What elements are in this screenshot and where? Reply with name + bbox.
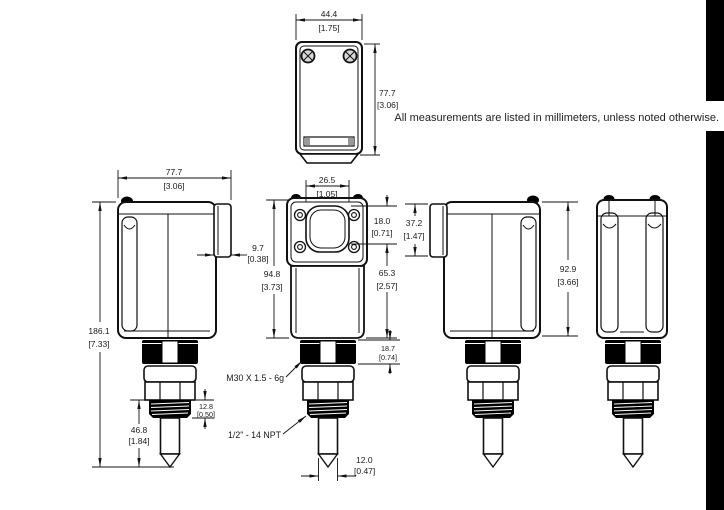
dim-overall-height-in: [7.33] [88, 339, 109, 349]
dim-connector-height: 37.2 [1.47] [403, 203, 428, 257]
dim-nut-height-in: [0.74] [379, 353, 397, 362]
units-note: All measurements are listed in millimete… [394, 112, 719, 124]
dim-nut-height: 18.7 [0.74] [358, 330, 400, 374]
dim-thread-length: 12.8 [0.50] [192, 389, 215, 429]
connector-tab [213, 203, 232, 258]
dim-overall-height-mm: 186.1 [88, 326, 110, 336]
dim-tab-thickness-in: [0.38] [247, 254, 268, 264]
dim-window-height-in: [0.71] [371, 228, 392, 238]
thread-spec-label: M30 X 1.5 - 6g [226, 373, 284, 383]
connector-tab [429, 203, 448, 258]
probe-assembly [299, 339, 357, 468]
dim-top-width-in: [1.75] [318, 23, 339, 33]
probe-assembly [604, 339, 662, 468]
dim-rear-housing-height-mm: 92.9 [560, 264, 577, 274]
faceplate-screw-icon [347, 240, 361, 254]
npt-spec-callout: 1/2" - 14 NPT [228, 415, 307, 440]
dim-top-depth-mm: 77.7 [379, 88, 396, 98]
faceplate-screw-icon [293, 208, 307, 222]
side-channel [645, 212, 664, 333]
probe-assembly [141, 339, 199, 468]
dim-probe-diameter-mm: 12.0 [356, 455, 373, 465]
right-edge-scan-artifact [706, 131, 724, 510]
enclosure-bottom-taper [298, 153, 360, 164]
dim-side-depth-in: [3.06] [163, 181, 184, 191]
dim-housing-height: 94.8 [3.73] [261, 199, 289, 339]
side-channel [600, 212, 619, 333]
front-view: 26.5 [1.05] 18.0 [0.71] 94.8 [3.73] 65.3… [226, 175, 400, 481]
right-edge-scan-artifact [706, 0, 724, 101]
dim-connector-height-mm: 37.2 [406, 218, 423, 228]
dim-rear-housing-height: 92.9 [3.66] [542, 201, 579, 337]
faceplate-screw-icon [293, 240, 307, 254]
terminal-strip [303, 136, 355, 147]
dim-probe-diameter: 12.0 [0.47] [301, 455, 375, 481]
npt-spec-label: 1/2" - 14 NPT [228, 430, 282, 440]
cover-screw-icon [300, 48, 316, 64]
dim-top-depth: 77.7 [3.06] [360, 43, 398, 156]
right-side-view: 37.2 [1.47] 92.9 [3.66] [403, 195, 579, 468]
dim-window-height-mm: 18.0 [374, 216, 391, 226]
probe-assembly [464, 339, 522, 468]
housing-body [290, 265, 365, 339]
dim-insertion-length-in: [1.84] [128, 436, 149, 446]
side-channel [121, 216, 138, 332]
dim-probe-diameter-in: [0.47] [354, 466, 375, 476]
dim-nut-height-mm: 18.7 [381, 344, 395, 353]
dim-top-width-mm: 44.4 [321, 9, 338, 19]
dim-overall-height: 186.1 [7.33] [88, 201, 174, 468]
dim-housing-height-in: [3.73] [261, 282, 282, 292]
thread-spec-callout: M30 X 1.5 - 6g [226, 360, 303, 383]
faceplate-screw-icon [347, 208, 361, 222]
dim-lower-housing-height-mm: 65.3 [379, 268, 396, 278]
dim-window-width: 26.5 [1.05] [305, 175, 350, 202]
dim-housing-height-mm: 94.8 [264, 269, 281, 279]
display-window [305, 205, 350, 253]
dim-side-depth-mm: 77.7 [166, 167, 183, 177]
dim-window-width-in: [1.05] [316, 189, 337, 199]
dim-thread-length-in: [0.50] [197, 410, 215, 419]
dim-top-depth-in: [3.06] [377, 100, 398, 110]
dim-connector-height-in: [1.47] [403, 231, 424, 241]
dim-side-depth: 77.7 [3.06] [117, 167, 232, 200]
dim-top-width: 44.4 [1.75] [295, 9, 363, 40]
rear-view [596, 195, 668, 468]
side-channel [520, 216, 537, 332]
dim-lower-housing-height-in: [2.57] [376, 281, 397, 291]
dim-tab-thickness-mm: 9.7 [252, 243, 264, 253]
dim-lower-housing-height: 65.3 [2.57] [366, 244, 398, 339]
top-view: 44.4 [1.75] 77.7 [3.06] [295, 9, 398, 164]
dim-window-width-mm: 26.5 [319, 175, 336, 185]
dim-thread-length-mm: 12.8 [199, 402, 213, 411]
dim-insertion-length-mm: 46.8 [131, 425, 148, 435]
left-side-view: 77.7 [3.06] 9.7 [0.38] 186.1 [7.33] 46.8… [88, 167, 269, 468]
dim-tab-thickness: 9.7 [0.38] [197, 243, 269, 264]
dim-insertion-length: 46.8 [1.84] [128, 399, 150, 467]
dim-rear-housing-height-in: [3.66] [557, 277, 578, 287]
cover-screw-icon [342, 48, 358, 64]
